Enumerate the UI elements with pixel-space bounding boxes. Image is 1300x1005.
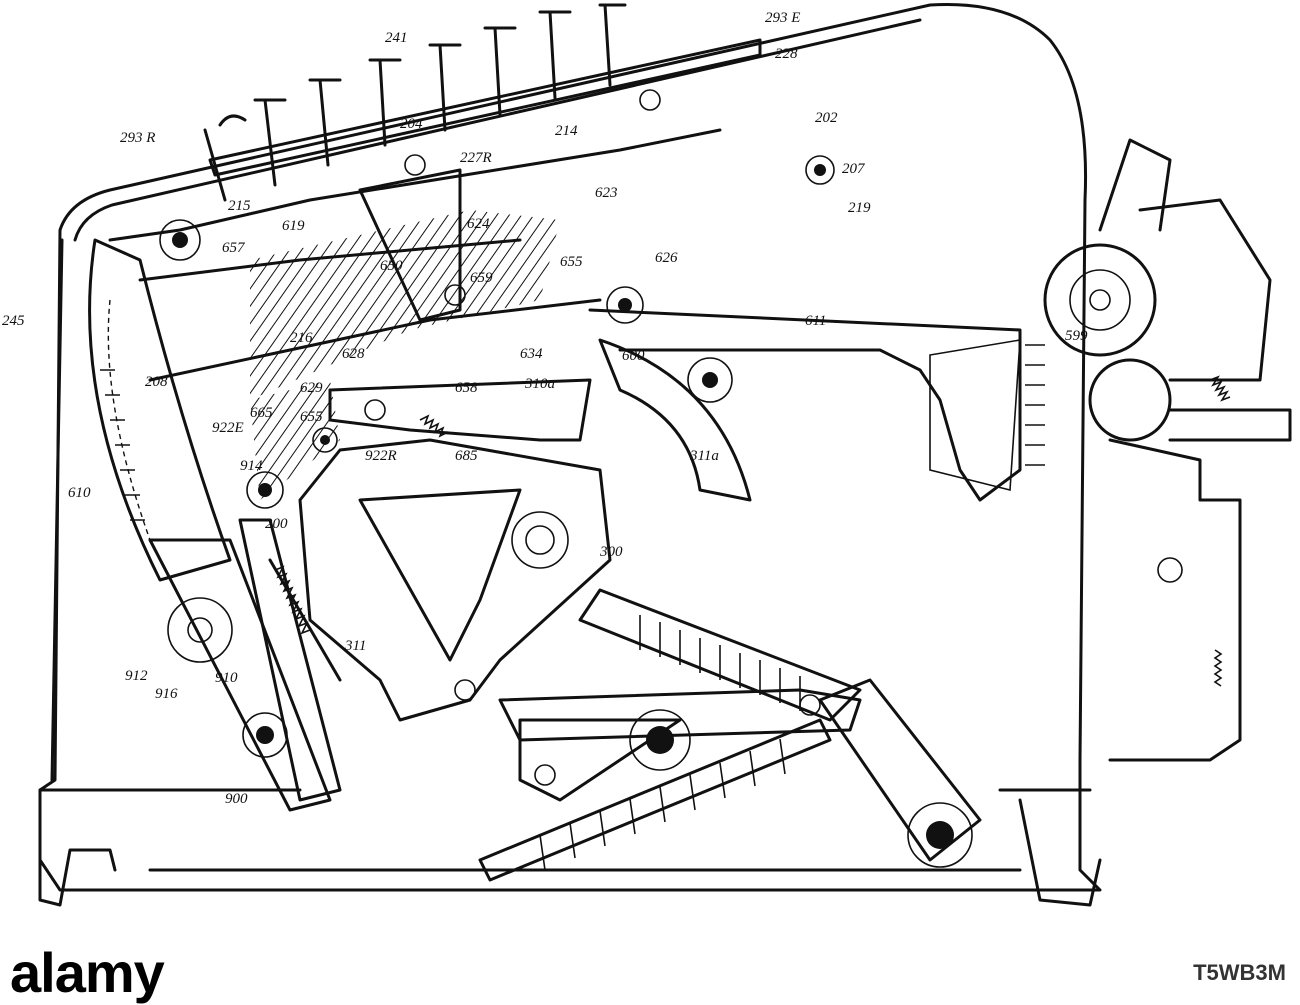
callout-922r: 922R (365, 448, 397, 464)
callout-293r: 293 R (120, 130, 155, 146)
callout-311a: 311a (689, 448, 719, 464)
callout-914: 914 (240, 458, 263, 474)
callout-900: 900 (225, 791, 248, 807)
callout-657: 657 (222, 240, 246, 256)
stock-footer (0, 930, 1300, 1003)
side-lever (88, 238, 342, 812)
callout-624: 624 (467, 216, 490, 232)
callout-655b: 655 (300, 409, 323, 425)
type-bar-segment (250, 210, 560, 500)
callout-665: 665 (250, 405, 273, 421)
callout-610: 610 (68, 485, 91, 501)
callout-227r: 227R (460, 150, 492, 166)
callout-311: 311 (344, 638, 366, 654)
cam-plate (298, 438, 612, 722)
callout-634: 634 (520, 346, 543, 362)
bottom-linkage (498, 678, 982, 862)
typewriter-mechanism-drawing: 241 293 E 228 293 R 204 227R 214 202 207… (2, 2, 1292, 907)
pivot-points (159, 89, 973, 868)
callout-916: 916 (155, 686, 178, 702)
callout-215: 215 (228, 198, 251, 214)
machine-frame (38, 2, 1102, 907)
callout-241: 241 (385, 30, 408, 46)
callout-300: 300 (599, 544, 623, 560)
callout-685: 685 (455, 448, 478, 464)
callout-214: 214 (555, 123, 578, 139)
carriage-platen (929, 138, 1292, 762)
callout-labels: 241 293 E 228 293 R 204 227R 214 202 207… (2, 10, 1088, 807)
callout-623: 623 (595, 185, 618, 201)
callout-228: 228 (775, 46, 798, 62)
callout-207: 207 (842, 161, 866, 177)
alamy-logo: alamy (10, 941, 165, 1004)
callout-216: 216 (290, 330, 313, 346)
callout-310a: 310a (524, 376, 555, 392)
callout-219: 219 (848, 200, 871, 216)
callout-922e: 922E (212, 420, 244, 436)
callout-600: 600 (622, 348, 645, 364)
callout-626: 626 (655, 250, 678, 266)
callout-599: 599 (1065, 328, 1088, 344)
rack-teeth (100, 369, 145, 521)
springs (268, 375, 1231, 882)
lever-linkage (108, 128, 1022, 502)
callout-629: 629 (300, 380, 323, 396)
callout-658: 658 (455, 380, 478, 396)
callout-650: 650 (380, 258, 403, 274)
callout-204: 204 (400, 116, 423, 132)
callout-293e: 293 E (765, 10, 800, 26)
callout-619: 619 (282, 218, 305, 234)
image-code: T5WB3M (1193, 960, 1286, 985)
key-stems (203, 3, 762, 202)
callout-912: 912 (125, 668, 148, 684)
callout-659: 659 (470, 270, 493, 286)
callout-245: 245 (2, 313, 25, 329)
callout-628: 628 (342, 346, 365, 362)
callout-202: 202 (815, 110, 838, 126)
callout-910: 910 (215, 670, 238, 686)
callout-655a: 655 (560, 254, 583, 270)
callout-208: 208 (145, 374, 168, 390)
callout-200: 200 (265, 516, 288, 532)
callout-611: 611 (805, 313, 826, 329)
